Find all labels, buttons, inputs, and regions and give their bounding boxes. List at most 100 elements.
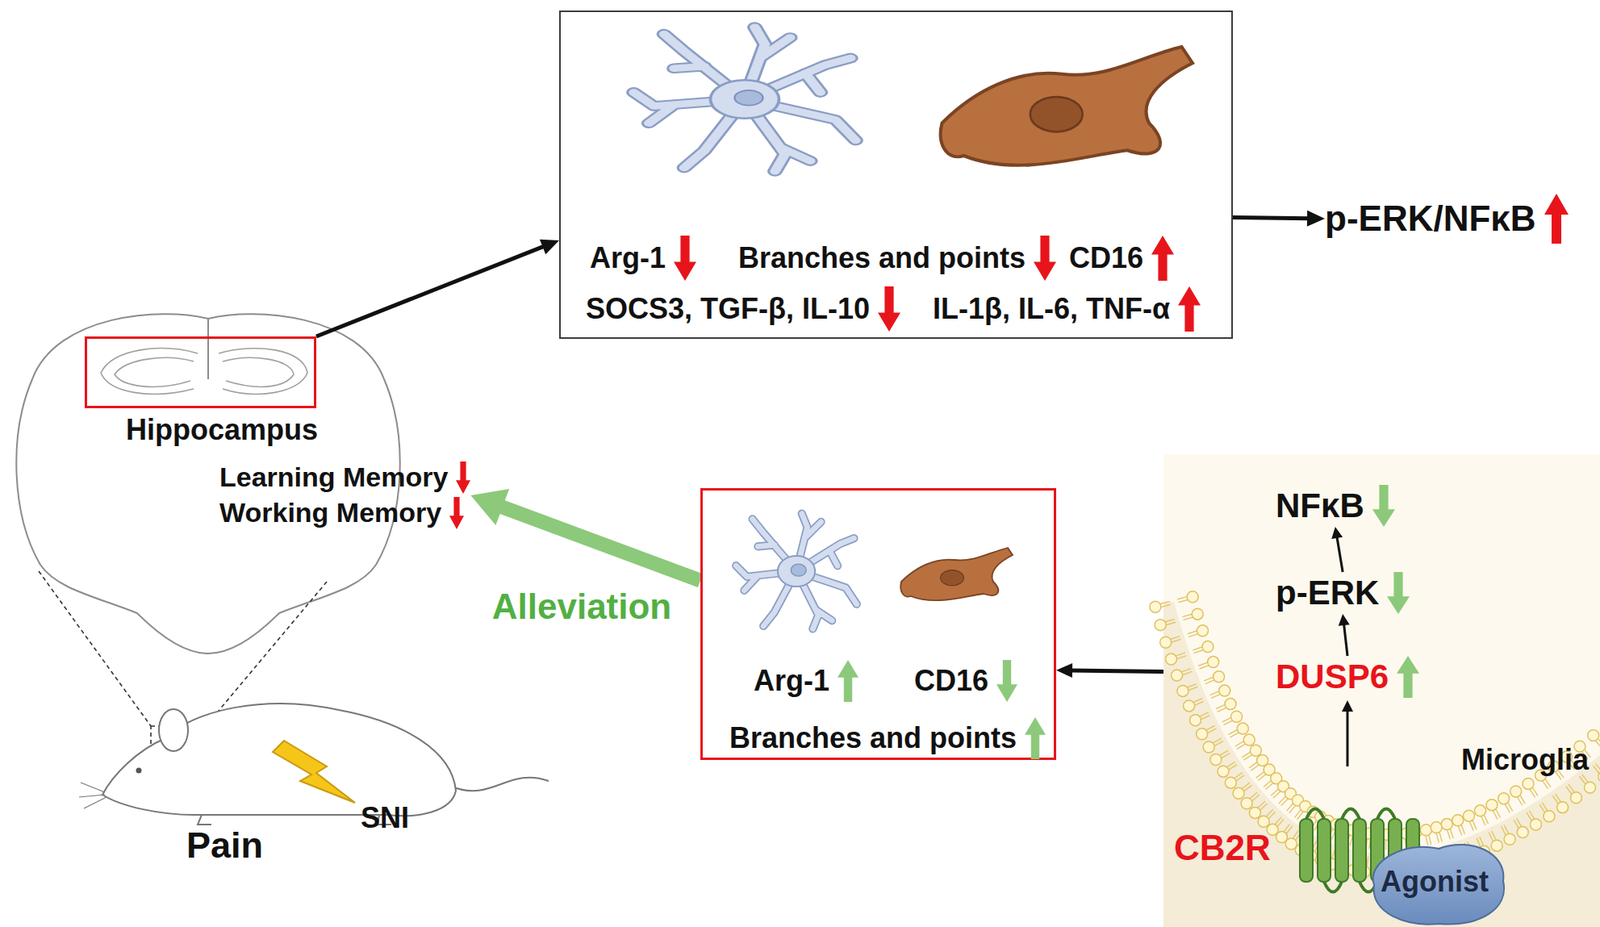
lipid-tail	[1252, 794, 1260, 802]
text-row: CB2R	[1173, 827, 1271, 869]
arrow-head	[1338, 614, 1350, 627]
lipid-head	[1207, 656, 1220, 669]
receptor-loop	[1341, 809, 1360, 820]
text-row: p-ERK/NFκB	[1324, 193, 1569, 244]
lipid-tail	[1198, 662, 1208, 666]
lipid-head	[1452, 814, 1464, 827]
lipid-head	[1177, 685, 1189, 697]
lipid-tail	[1595, 740, 1600, 748]
lipid-tail	[1223, 720, 1233, 725]
lipid-tail	[1476, 838, 1481, 848]
lipid-tail	[1194, 701, 1204, 706]
lipid-tail	[1188, 686, 1198, 690]
lipid-tail	[1250, 764, 1259, 771]
lipid-tail	[1447, 830, 1451, 840]
text-row: Branches and points	[729, 717, 1046, 760]
arrow-shape	[877, 286, 901, 332]
label-text: Branches and points	[729, 721, 1017, 755]
lipid-tail	[1555, 793, 1562, 803]
lipid-tail	[1178, 599, 1188, 602]
down-arrow	[455, 461, 471, 494]
lipid-head	[1598, 771, 1600, 783]
text-row: Arg-1	[753, 660, 859, 702]
signal-arrow	[1346, 708, 1350, 767]
lipid-tail	[1211, 694, 1220, 699]
lipid-head	[1224, 777, 1237, 789]
lipid-tail	[1273, 791, 1281, 798]
arrow-shape	[996, 660, 1018, 702]
lipid-tail	[1244, 785, 1253, 791]
connector	[470, 488, 701, 581]
lipid-head	[1189, 714, 1201, 727]
lipid-tail	[1268, 811, 1275, 819]
lipid-tail	[1508, 802, 1513, 811]
text-row: Learning Memory	[219, 461, 471, 494]
arrow-head	[1341, 700, 1354, 712]
lipid-tail	[1425, 835, 1429, 846]
label-text: Hippocampus	[125, 413, 318, 447]
lipid-head	[1219, 685, 1231, 697]
up-arrow	[1396, 655, 1420, 698]
figure-label: SNI	[360, 801, 410, 835]
edge-label: Alleviation	[492, 586, 673, 628]
lipid-head	[1210, 753, 1222, 765]
lipid-tail	[1277, 818, 1284, 827]
amoeboid-microglia	[900, 547, 1013, 601]
lipid-head	[1584, 781, 1596, 794]
memory-node: Learning MemoryWorking Memory	[219, 461, 471, 530]
label-text: CB2R	[1173, 827, 1271, 869]
lipid-tail	[1472, 820, 1477, 830]
lipid-tail	[1170, 636, 1180, 640]
lipid-head	[1217, 765, 1229, 778]
arrow-shape	[837, 660, 859, 702]
arrow-shape	[1372, 484, 1396, 527]
arrow-shape	[673, 235, 697, 281]
lipid-head	[1441, 818, 1453, 831]
receptor-helix	[1317, 818, 1331, 882]
lipid-head	[1570, 792, 1582, 804]
label-text: NFκB	[1275, 486, 1365, 526]
lipid-tail	[1297, 811, 1304, 820]
down-arrow	[1372, 484, 1396, 527]
lipid-head	[1474, 805, 1487, 817]
lipid-tail	[1175, 652, 1185, 656]
lipid-head	[1522, 777, 1534, 790]
lipid-head	[1249, 744, 1262, 757]
arrow-head	[1331, 526, 1343, 539]
label-text: CD16	[914, 664, 989, 698]
connector-line	[499, 505, 701, 581]
text-row: CD16	[1069, 235, 1174, 281]
lipid-tail	[1260, 803, 1268, 811]
lipid-head	[1160, 636, 1172, 648]
mouse-drawing	[79, 703, 549, 825]
lipid-tail	[1461, 825, 1465, 835]
lipid-tail	[1349, 835, 1353, 846]
lipid-tail	[1481, 816, 1486, 826]
lipid-head	[1430, 822, 1442, 834]
lipid-tail	[1187, 684, 1197, 688]
lipid-tail	[1199, 712, 1209, 717]
lipid-tail	[1192, 647, 1202, 651]
connector-line	[1232, 217, 1309, 218]
treatment-box: Arg-1 CD16Branches and points	[700, 488, 1057, 761]
connector	[1232, 210, 1325, 227]
lipid-tail	[1177, 655, 1187, 660]
lipid-head	[1183, 700, 1195, 712]
up-arrow	[1024, 717, 1046, 760]
amoeboid-microglia	[940, 46, 1193, 166]
up-arrow	[837, 660, 859, 702]
label-text: Arg-1	[753, 664, 830, 698]
lipid-tail	[1286, 826, 1292, 835]
ramified-microglia	[735, 513, 857, 630]
lipid-tail	[1366, 856, 1369, 867]
lipid-head	[1231, 710, 1243, 723]
lipid-tail	[1194, 650, 1204, 654]
brain-midline	[207, 318, 209, 380]
receptor-helix	[1353, 818, 1367, 882]
label-text: Arg-1	[589, 241, 666, 275]
lipid-tail	[1160, 601, 1170, 604]
down-arrow	[877, 286, 901, 332]
down-arrow	[996, 660, 1018, 702]
lipid-tail	[1214, 741, 1224, 747]
